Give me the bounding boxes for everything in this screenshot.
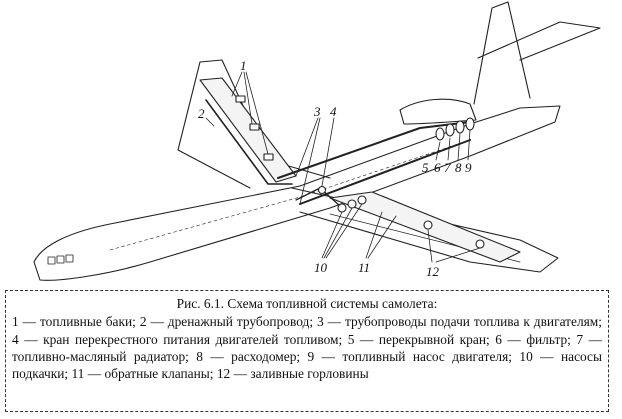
tank-pump <box>249 123 260 131</box>
engine-nacelle <box>399 98 477 125</box>
feed-pipeline <box>299 139 471 205</box>
caption-body: 1 — топливные баки; 2 — дренажный трубоп… <box>12 314 602 382</box>
pump-10 <box>347 199 357 209</box>
pump-10 <box>337 203 347 213</box>
crossfeed-valve <box>317 185 327 195</box>
callout-6: 6 <box>434 160 441 175</box>
tail-fin <box>473 1 531 105</box>
feed-pipeline <box>277 121 471 179</box>
callout-3: 3 <box>313 104 321 119</box>
engine-unit <box>445 123 455 137</box>
engine-unit <box>465 117 475 131</box>
callout-5: 5 <box>422 160 429 175</box>
fuselage-outline <box>33 105 561 281</box>
right-wing-outline <box>291 187 559 273</box>
filler-neck <box>475 239 485 249</box>
tank-pump <box>235 95 246 103</box>
cockpit-window <box>47 256 56 265</box>
callout-11: 11 <box>358 260 370 275</box>
left-wing-tank <box>199 77 297 183</box>
cockpit-window <box>65 254 74 263</box>
figure-caption: Рис. 6.1. Схема топливной системы самоле… <box>5 290 609 412</box>
callout-2: 2 <box>198 106 205 121</box>
engine-unit <box>435 127 445 141</box>
filler-neck <box>423 220 433 230</box>
fuel-system-diagram: 1 2 3 4 5 6 7 8 9 10 11 12 <box>33 1 601 281</box>
callout-1: 1 <box>240 58 247 73</box>
fuselage-centerline <box>109 139 471 251</box>
callout-10: 10 <box>314 260 328 275</box>
callout-7: 7 <box>444 160 451 175</box>
callout-8: 8 <box>455 160 462 175</box>
cockpit-window <box>56 255 65 264</box>
tank-pump <box>263 153 274 161</box>
callout-4: 4 <box>330 104 337 119</box>
caption-title: Рис. 6.1. Схема топливной системы самоле… <box>176 296 438 311</box>
horizontal-stabilizer <box>477 21 601 61</box>
drainage-pipeline <box>205 99 293 185</box>
callout-12: 12 <box>426 264 440 279</box>
engine-unit <box>455 120 465 134</box>
pump-10 <box>357 195 367 205</box>
callout-9: 9 <box>465 160 472 175</box>
left-wing-trailing-edge <box>177 149 251 189</box>
